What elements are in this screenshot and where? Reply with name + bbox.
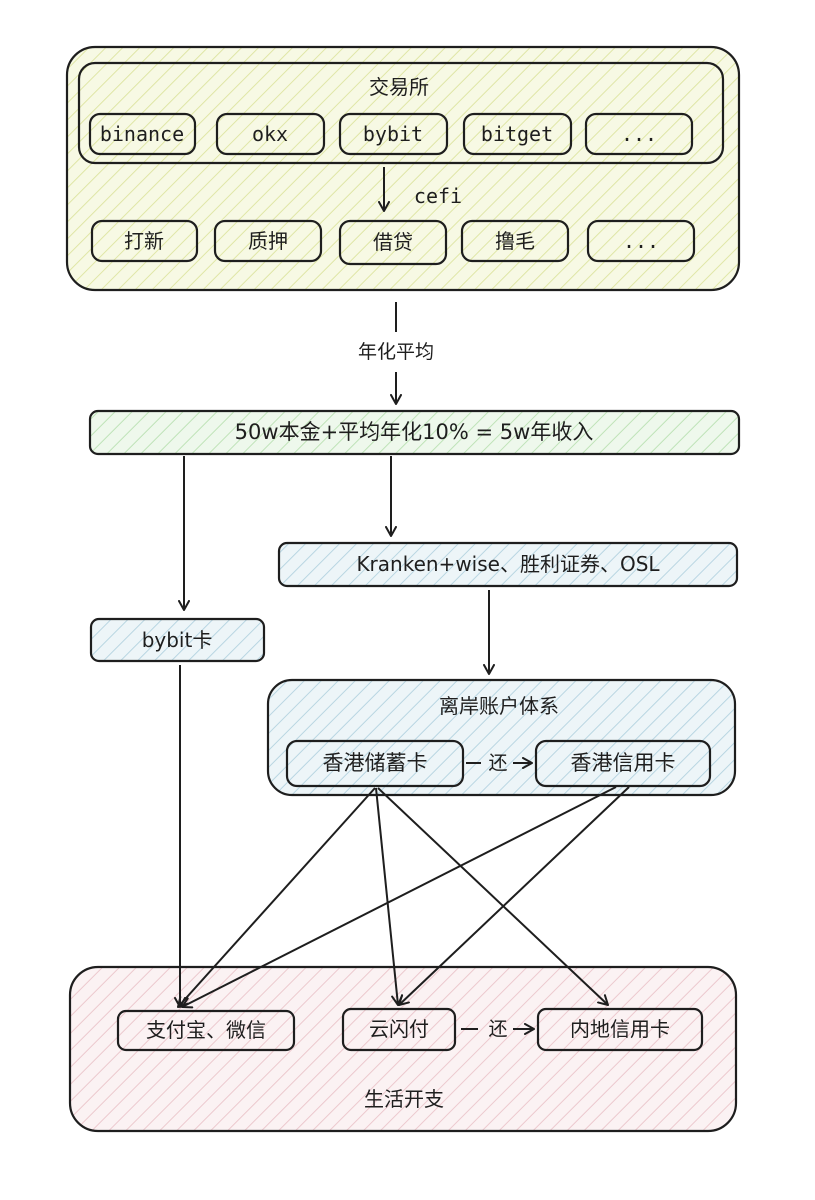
cefi-item-airdrop[interactable]: 撸毛 — [460, 219, 570, 263]
alipay-wechat-label: 支付宝、微信 — [146, 1018, 266, 1042]
cefi-item-ipo[interactable]: 打新 — [90, 219, 199, 263]
cefi-item-staking-label: 质押 — [248, 229, 288, 253]
exchange-title: 交易所 — [369, 75, 429, 99]
mainland-repay-label: 还 — [488, 1018, 507, 1040]
hk-credit-to-unionpay-arrow — [398, 786, 630, 1006]
exchange-bitget-label: bitget — [481, 122, 553, 146]
hk-debit-card-label: 香港储蓄卡 — [323, 751, 428, 775]
offshore-title: 离岸账户体系 — [439, 694, 559, 718]
cefi-item-staking[interactable]: 质押 — [213, 219, 323, 263]
exchange-bybit-label: bybit — [363, 122, 423, 146]
bybit-card-node[interactable]: bybit卡 — [89, 617, 266, 663]
income-label: 50w本金+平均年化10% = 5w年收入 — [235, 420, 594, 444]
exchange-binance-label: binance — [100, 122, 184, 146]
income-node[interactable]: 50w本金+平均年化10% = 5w年收入 — [88, 409, 741, 456]
exchange-cefi-group: 交易所 binance okx bybit bitget ... cefi 打新 — [65, 45, 741, 292]
exchange-more[interactable]: ... — [584, 112, 694, 156]
unionpay-label: 云闪付 — [369, 1017, 429, 1041]
unionpay-node[interactable]: 云闪付 — [341, 1007, 457, 1052]
exchange-okx-label: okx — [252, 122, 288, 146]
channels-node[interactable]: Kranken+wise、胜利证券、OSL — [277, 541, 739, 588]
mainland-credit-card-node[interactable]: 内地信用卡 — [536, 1007, 704, 1052]
exchange-more-label: ... — [621, 122, 657, 146]
bybit-card-label: bybit卡 — [142, 628, 213, 652]
living-title: 生活开支 — [364, 1087, 444, 1111]
cefi-item-ipo-label: 打新 — [124, 229, 164, 253]
annualized-label: 年化平均 — [358, 341, 434, 363]
hk-debit-to-mainland-credit-arrow — [377, 787, 609, 1006]
alipay-wechat-node[interactable]: 支付宝、微信 — [116, 1009, 296, 1052]
hk-debit-to-unionpay-arrow — [375, 787, 404, 1006]
hk-credit-card-node[interactable]: 香港信用卡 — [534, 739, 712, 788]
cefi-item-airdrop-label: 撸毛 — [495, 229, 535, 253]
hk-credit-card-label: 香港信用卡 — [571, 751, 676, 775]
exchange-bybit[interactable]: bybit — [338, 112, 449, 156]
hk-debit-card-node[interactable]: 香港储蓄卡 — [285, 739, 465, 788]
hk-debit-to-alipay-arrow — [177, 787, 376, 1008]
exchange-binance[interactable]: binance — [88, 112, 197, 156]
cefi-label: cefi — [414, 184, 462, 208]
hk-credit-to-alipay-arrow — [181, 786, 617, 1009]
cefi-item-more[interactable]: ... — [586, 219, 696, 263]
exchange-bitget[interactable]: bitget — [462, 112, 573, 156]
hk-repay-label: 还 — [488, 752, 507, 774]
exchange-okx[interactable]: okx — [215, 112, 326, 156]
cefi-item-lending-label: 借贷 — [373, 230, 413, 254]
offshore-group: 离岸账户体系 香港储蓄卡 香港信用卡 还 — [266, 678, 737, 797]
cefi-item-lending[interactable]: 借贷 — [338, 219, 448, 266]
mainland-credit-card-label: 内地信用卡 — [570, 1017, 670, 1041]
living-group: 支付宝、微信 云闪付 内地信用卡 还 生活开支 — [68, 965, 738, 1133]
cefi-item-more-label: ... — [623, 229, 659, 253]
channels-label: Kranken+wise、胜利证券、OSL — [356, 552, 660, 576]
